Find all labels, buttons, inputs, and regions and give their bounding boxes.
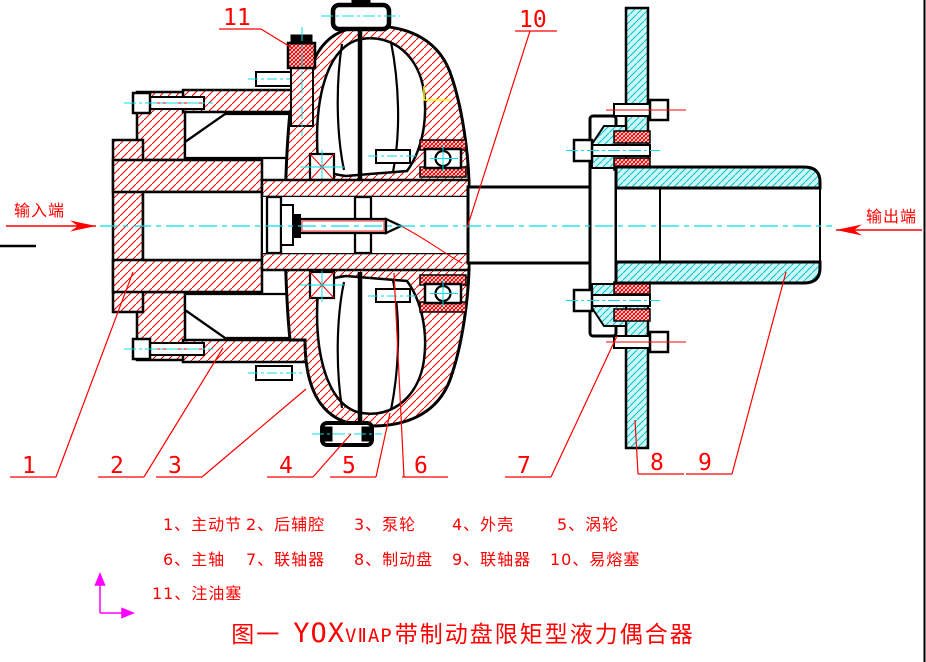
- coupling-pin-bolt-top: [566, 138, 660, 163]
- legend-item-7: 7、联轴器: [246, 550, 326, 569]
- elastic-element: [613, 308, 651, 322]
- callout-6: 6: [414, 453, 428, 479]
- output-arrowhead: [836, 224, 862, 236]
- cover-bolt-bottom: [248, 365, 302, 381]
- hub-bolt-bottom: [124, 337, 213, 361]
- coupling-pin-bolt-bottom: [566, 288, 660, 313]
- legend-item-2: 2、后辅腔: [246, 515, 326, 534]
- legend-item-5: 5、涡轮: [557, 515, 620, 534]
- legend-item-6: 6、主轴: [163, 550, 226, 569]
- pump-blade-line-bottom: [336, 281, 346, 409]
- output-coupling-sleeve-bottom: [614, 260, 822, 285]
- inner-bearing-top: [300, 150, 344, 184]
- model-code: YOX: [293, 618, 346, 649]
- model-variant: VⅡAP: [345, 625, 393, 647]
- callout-5: 5: [342, 453, 356, 479]
- inner-bearing-bottom: [300, 268, 344, 302]
- output-label: 输出端: [866, 207, 917, 226]
- spindle-tip: [384, 217, 404, 235]
- hub-bolt-top: [124, 91, 213, 115]
- hub-bottom-wall: [111, 258, 264, 294]
- output-arrow: 输出端: [836, 207, 922, 236]
- spindle-nut: [293, 214, 301, 238]
- legend-item-11: 11、注油塞: [152, 584, 243, 603]
- output-side-assembly: [466, 6, 822, 450]
- output-bearing-top: [419, 139, 467, 178]
- legend-item-3: 3、泵轮: [354, 515, 417, 534]
- shell-top-plug: [321, 0, 400, 32]
- callout-8: 8: [650, 450, 664, 476]
- callout-9: 9: [698, 450, 712, 476]
- callout-numbers: 1 2 3 4 5 6 7 8 9 10 11: [22, 5, 712, 479]
- output-bearing-bottom: [419, 274, 467, 313]
- main-shaft-bottom-wall: [260, 251, 471, 272]
- shaft-collar: [265, 195, 283, 255]
- callout-4: 4: [279, 453, 293, 479]
- output-coupling-sleeve-top: [614, 165, 822, 190]
- coordinate-axes-marker: [94, 572, 135, 619]
- figure-number: 图一: [231, 622, 282, 648]
- callout-3: 3: [168, 453, 182, 479]
- figure-name: 带制动盘限矩型液力偶合器: [394, 622, 695, 648]
- callout-11: 11: [223, 5, 251, 31]
- legend-item-9: 9、联轴器: [452, 550, 532, 569]
- legend-item-10: 10、易熔塞: [550, 550, 641, 569]
- callout-1: 1: [22, 453, 36, 479]
- legend-item-8: 8、制动盘: [354, 550, 434, 569]
- main-shaft-assembly: [260, 178, 471, 272]
- figure-title: 图一 YOXVⅡAP带制动盘限矩型液力偶合器: [0, 615, 926, 649]
- shell-bolt-bottom: [368, 288, 420, 303]
- input-hub-assembly: [111, 71, 309, 381]
- main-shaft-top-wall: [260, 178, 471, 199]
- elastic-element: [613, 130, 651, 144]
- bell-cavity-top: [183, 112, 299, 160]
- pump-blade-line-top: [336, 43, 346, 171]
- legend-item-4: 4、外壳: [452, 515, 515, 534]
- highlight-mark: [423, 86, 450, 101]
- intermediate-shaft: [466, 185, 594, 265]
- input-arrowhead: [70, 220, 96, 232]
- input-arrow: 输入端: [6, 201, 96, 232]
- callout-leaders: [10, 28, 787, 478]
- callout-2: 2: [110, 453, 124, 479]
- brake-disc-bolt-top: [606, 98, 686, 122]
- hub-top-wall: [111, 158, 264, 194]
- shell-bottom-plug: [312, 421, 382, 447]
- shaft-washer: [280, 204, 294, 246]
- input-label: 输入端: [14, 201, 65, 220]
- output-shaft-bore: [615, 187, 821, 263]
- shaft-contour-line: [400, 225, 463, 264]
- bell-cavity-bottom: [183, 292, 299, 340]
- callout-10: 10: [519, 7, 547, 33]
- shell-bolt-top: [368, 149, 420, 164]
- legend-item-1: 1、主动节: [163, 515, 243, 534]
- oil-filling-plug: [286, 27, 317, 136]
- callout-7: 7: [517, 453, 531, 479]
- brake-disc-bolt-bottom: [606, 330, 686, 354]
